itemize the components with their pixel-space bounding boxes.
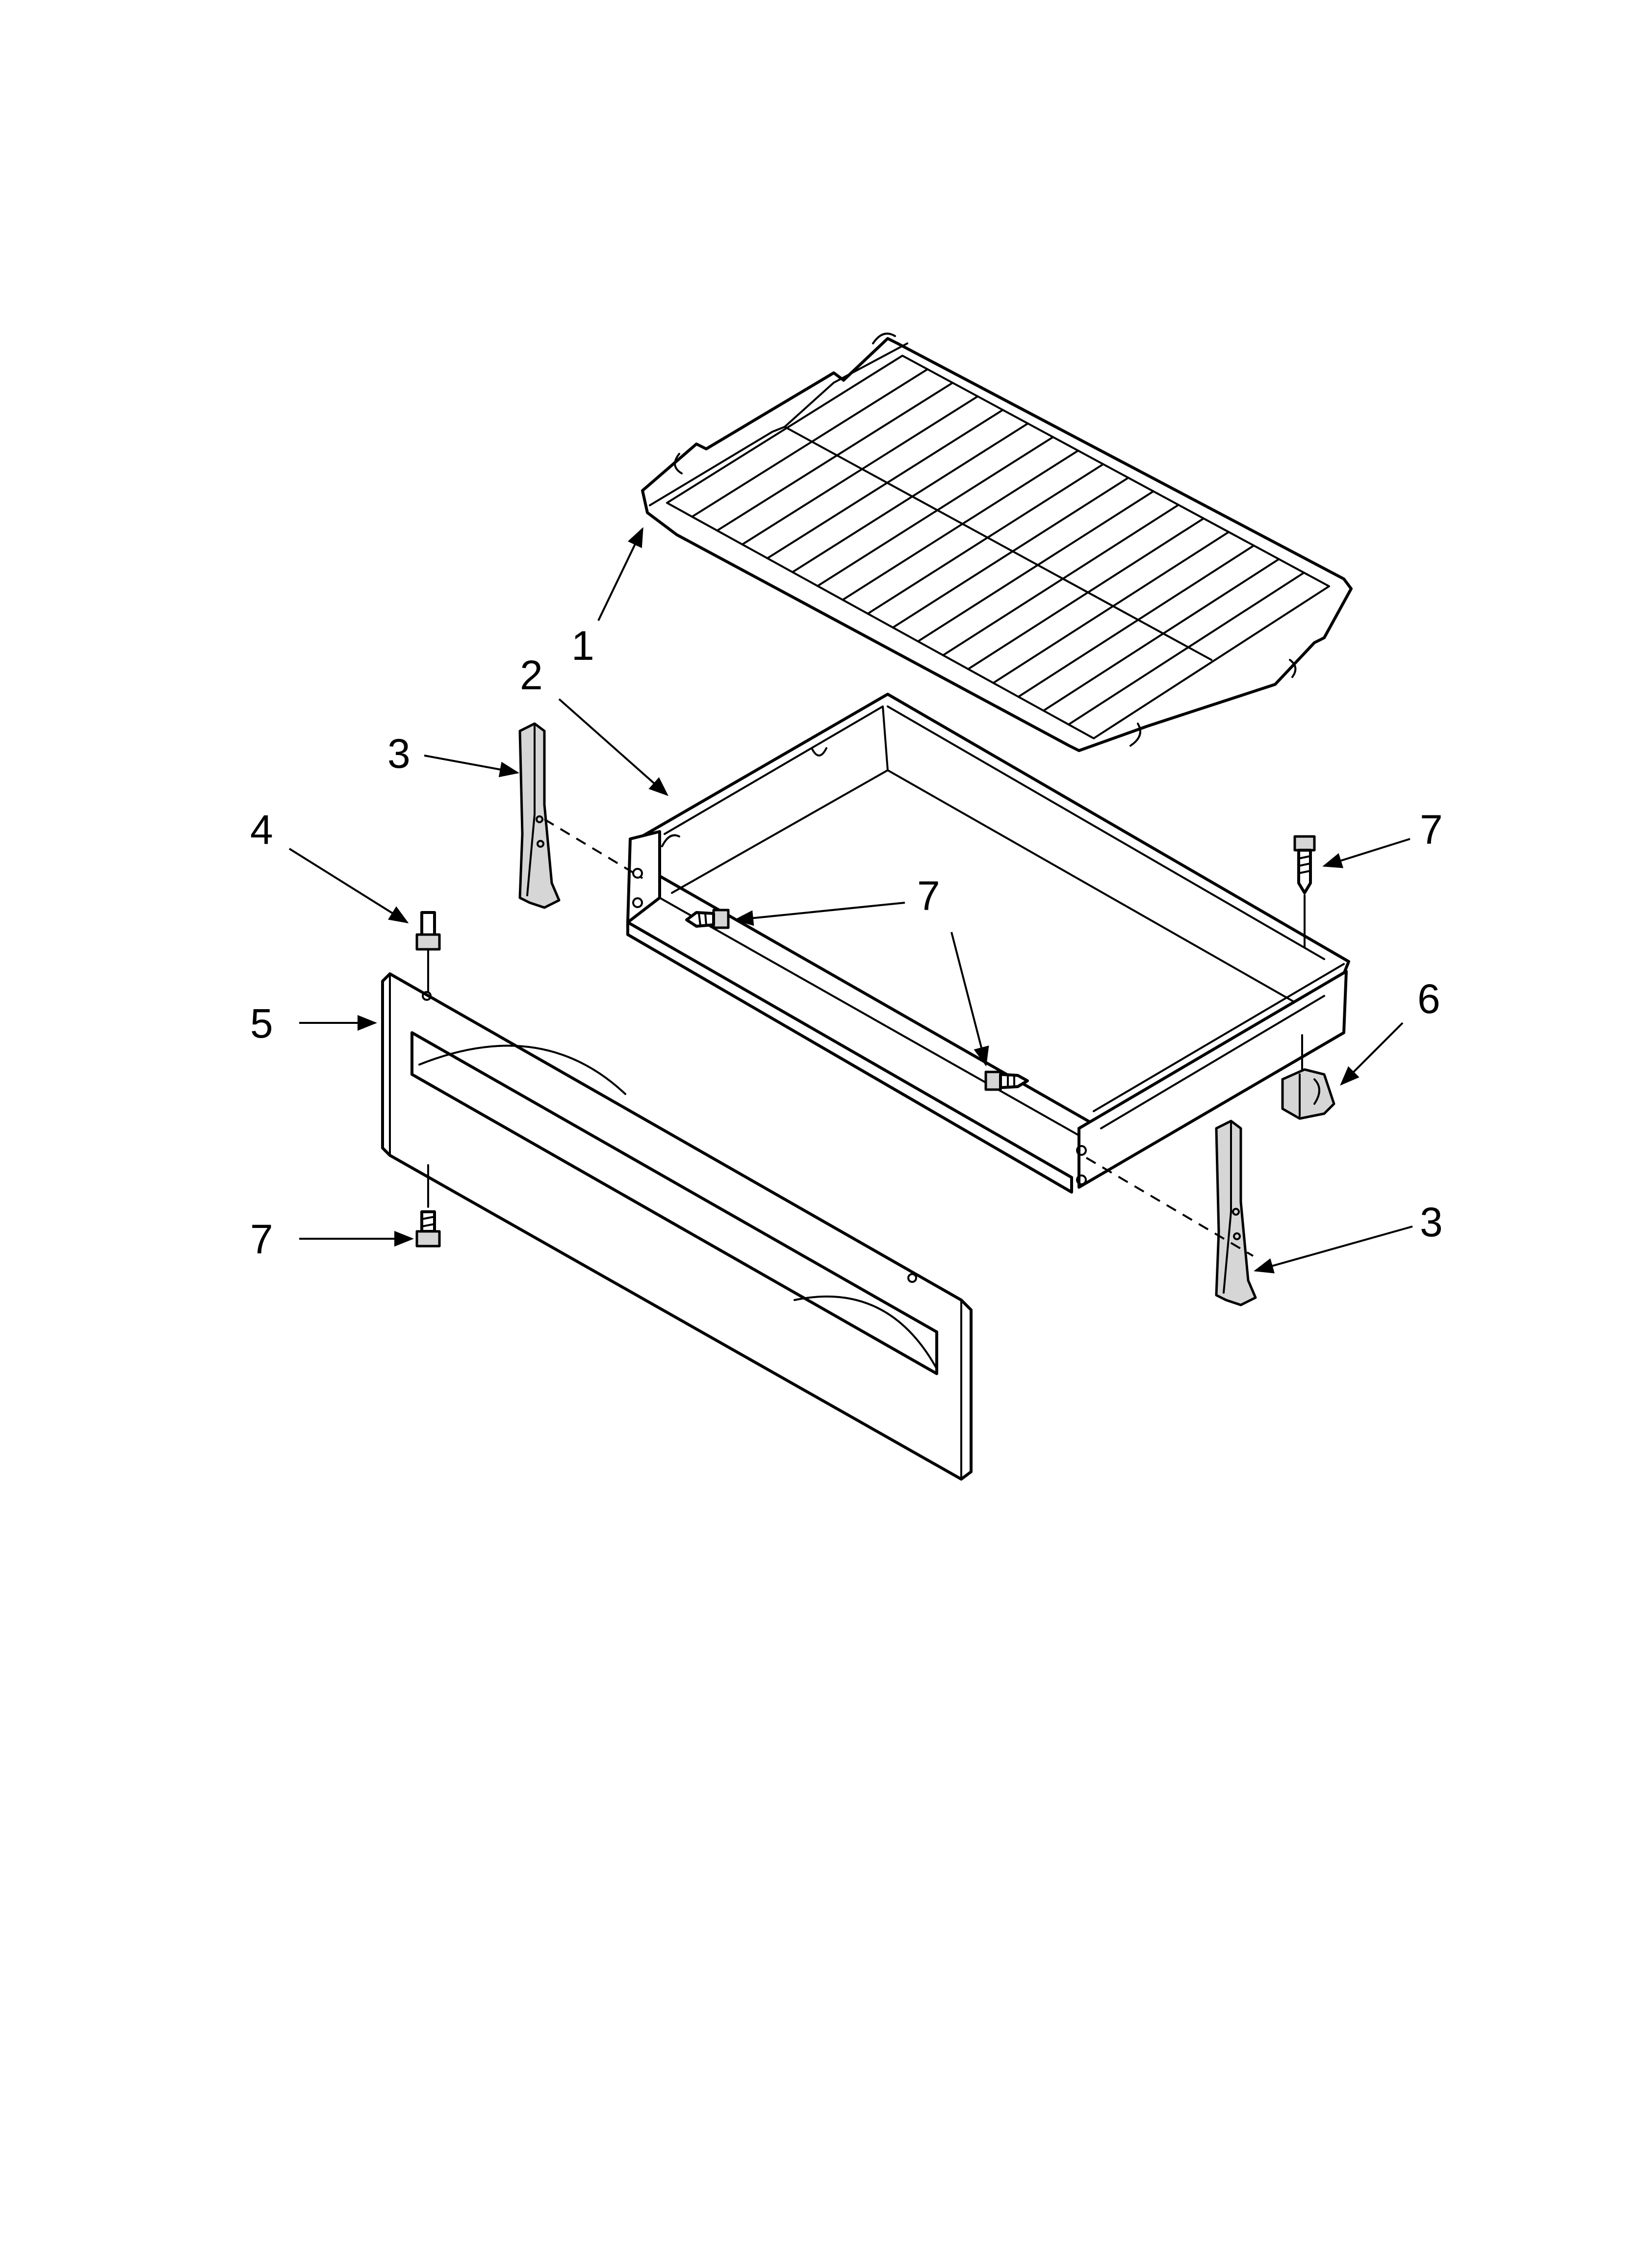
alignment-line-right [1085, 1157, 1254, 1257]
rack-wire [867, 463, 1104, 615]
drawer-slide-left [518, 722, 561, 909]
rack-wire [817, 436, 1054, 587]
callout-5: 5 [250, 1000, 273, 1046]
callout-7-top-right: 7 [1420, 807, 1443, 853]
callout-7-drawer: 7 [917, 873, 940, 919]
callout-2: 2 [520, 652, 543, 698]
rack-wire [1017, 545, 1255, 698]
rack-wire [892, 476, 1129, 629]
rack-wire [1067, 572, 1305, 726]
callout-4: 4 [250, 807, 273, 853]
drawer-stud [415, 911, 441, 992]
leader-lines [288, 527, 1413, 1274]
callout-1: 1 [571, 623, 594, 669]
rack-wire [842, 449, 1079, 601]
rack-wire [716, 382, 954, 532]
rack-wire [917, 490, 1155, 643]
rack-wire [1042, 558, 1280, 712]
drawer-clip [1281, 1034, 1335, 1120]
callout-6: 6 [1417, 976, 1440, 1022]
rack-wire [942, 504, 1180, 656]
rack-wire [967, 517, 1205, 670]
rack-wire [766, 409, 1004, 559]
rack-wire [791, 422, 1029, 574]
rack-wire [741, 395, 979, 546]
rack-wire [691, 368, 929, 518]
drawer-slide-right [1215, 1120, 1257, 1306]
drawer-front-panel [381, 972, 973, 1481]
callout-3-right: 3 [1420, 1199, 1443, 1245]
rack-wire [992, 531, 1230, 684]
drawer-body [626, 693, 1350, 1194]
alignment-line-left [543, 818, 643, 879]
screw-front-bottom [415, 1210, 441, 1248]
callout-7-front: 7 [250, 1216, 273, 1262]
callout-3-left: 3 [387, 730, 410, 777]
oven-rack [641, 333, 1353, 752]
screw-top-right [1293, 835, 1316, 948]
screw-drawer-right [984, 1070, 1029, 1091]
screw-drawer-left [685, 909, 730, 929]
